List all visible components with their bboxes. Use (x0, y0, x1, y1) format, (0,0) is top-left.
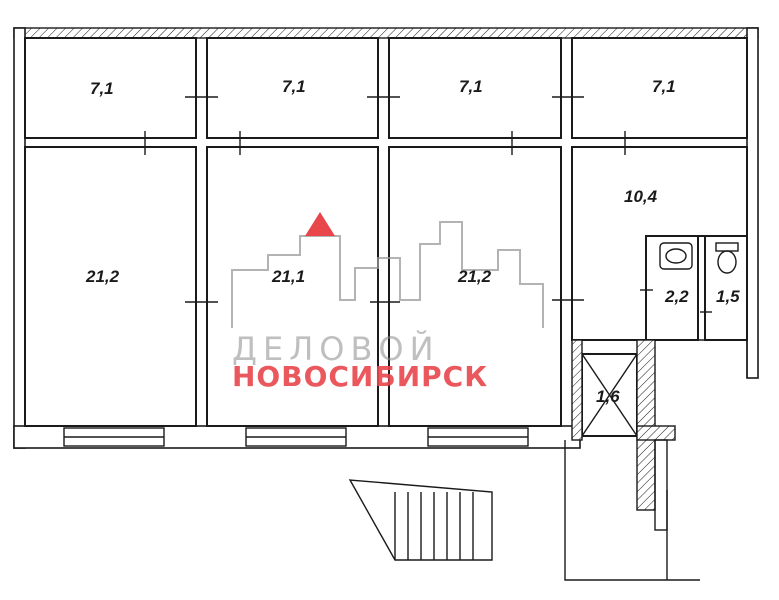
watermark-line2: НОВОСИБИРСК (232, 360, 488, 393)
watermark-skyline-icon (231, 221, 544, 328)
watermark: ДЕЛОВОЙ НОВОСИБИРСК (231, 212, 544, 393)
right-wall (746, 27, 759, 379)
area-label-top-4: 7,1 (652, 77, 676, 96)
room-main-1 (24, 146, 197, 427)
room-top-4 (571, 37, 748, 139)
top-rooms (24, 37, 748, 139)
sink-icon (659, 242, 693, 270)
area-label-wc-1: 2,2 (664, 287, 689, 306)
stair-hall (571, 339, 676, 531)
entrance-slab (636, 425, 676, 441)
stair-steps (394, 492, 474, 560)
exterior-stairs (348, 440, 700, 581)
windows (63, 427, 529, 447)
left-wall (13, 27, 26, 449)
bathroom-block (640, 235, 748, 378)
area-label-main-2: 21,1 (271, 267, 305, 286)
area-label-wc-2: 1,5 (716, 287, 740, 306)
area-label-top-2: 7,1 (282, 77, 306, 96)
room-main-3 (388, 146, 562, 427)
door-marks (120, 96, 712, 313)
bathroom-corridor (640, 339, 748, 378)
area-label-main-3: 21,2 (457, 267, 492, 286)
room-top-2 (206, 37, 379, 139)
watermark-line1: ДЕЛОВОЙ (232, 330, 440, 368)
wc-room-2 (704, 235, 748, 341)
main-rooms (24, 146, 748, 427)
toilet-icon (715, 242, 739, 274)
room-main-2 (206, 146, 379, 427)
area-labels: 7,1 7,1 7,1 7,1 21,2 21,1 21,2 10,4 2,2 … (85, 77, 740, 406)
area-label-top-3: 7,1 (459, 77, 483, 96)
top-wall (13, 27, 759, 39)
room-top-3 (388, 37, 562, 139)
room-top-1 (24, 37, 197, 139)
watermark-roof-icon (305, 212, 335, 236)
area-label-main-4: 10,4 (624, 187, 658, 206)
stair-hall-right-wall (636, 339, 656, 511)
area-label-stair-hall: 1,6 (596, 387, 620, 406)
stair-wall-lower (654, 439, 668, 531)
stair-hall-left-wall (571, 339, 583, 441)
area-label-top-1: 7,1 (90, 79, 114, 98)
area-label-main-1: 21,2 (85, 267, 120, 286)
